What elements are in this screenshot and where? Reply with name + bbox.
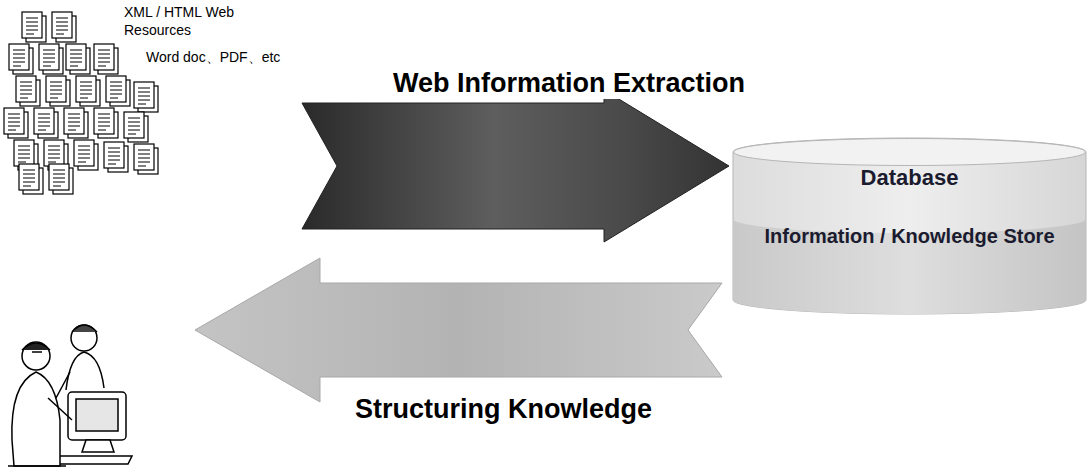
return-arrow (195, 258, 722, 402)
arrow-caption: Structuring Knowledge (355, 394, 652, 425)
group-title: XML / HTML Web Resources (122, 4, 276, 39)
document-group: XML / HTML Web ResourcesWord doc、PDF、etc (4, 2, 302, 198)
cylinder-body (733, 138, 1086, 314)
edge-label: Web Information Extraction (391, 68, 747, 99)
database-cylinder: DatabaseInformation / Knowledge Store (733, 138, 1086, 314)
group-note: Word doc、PDF、etc (144, 49, 298, 67)
node-body: Information / Knowledge Store (765, 222, 1055, 250)
users-clipart (8, 325, 132, 466)
block-arrow (302, 90, 729, 242)
cylinder-band (733, 219, 1086, 314)
edge-label-anchor: Web Information Extraction (391, 68, 747, 99)
label-anchor: Structuring Knowledge (355, 394, 652, 425)
document-stack (4, 12, 158, 194)
node-title: Database (733, 164, 1086, 192)
cylinder-top (734, 139, 1086, 166)
